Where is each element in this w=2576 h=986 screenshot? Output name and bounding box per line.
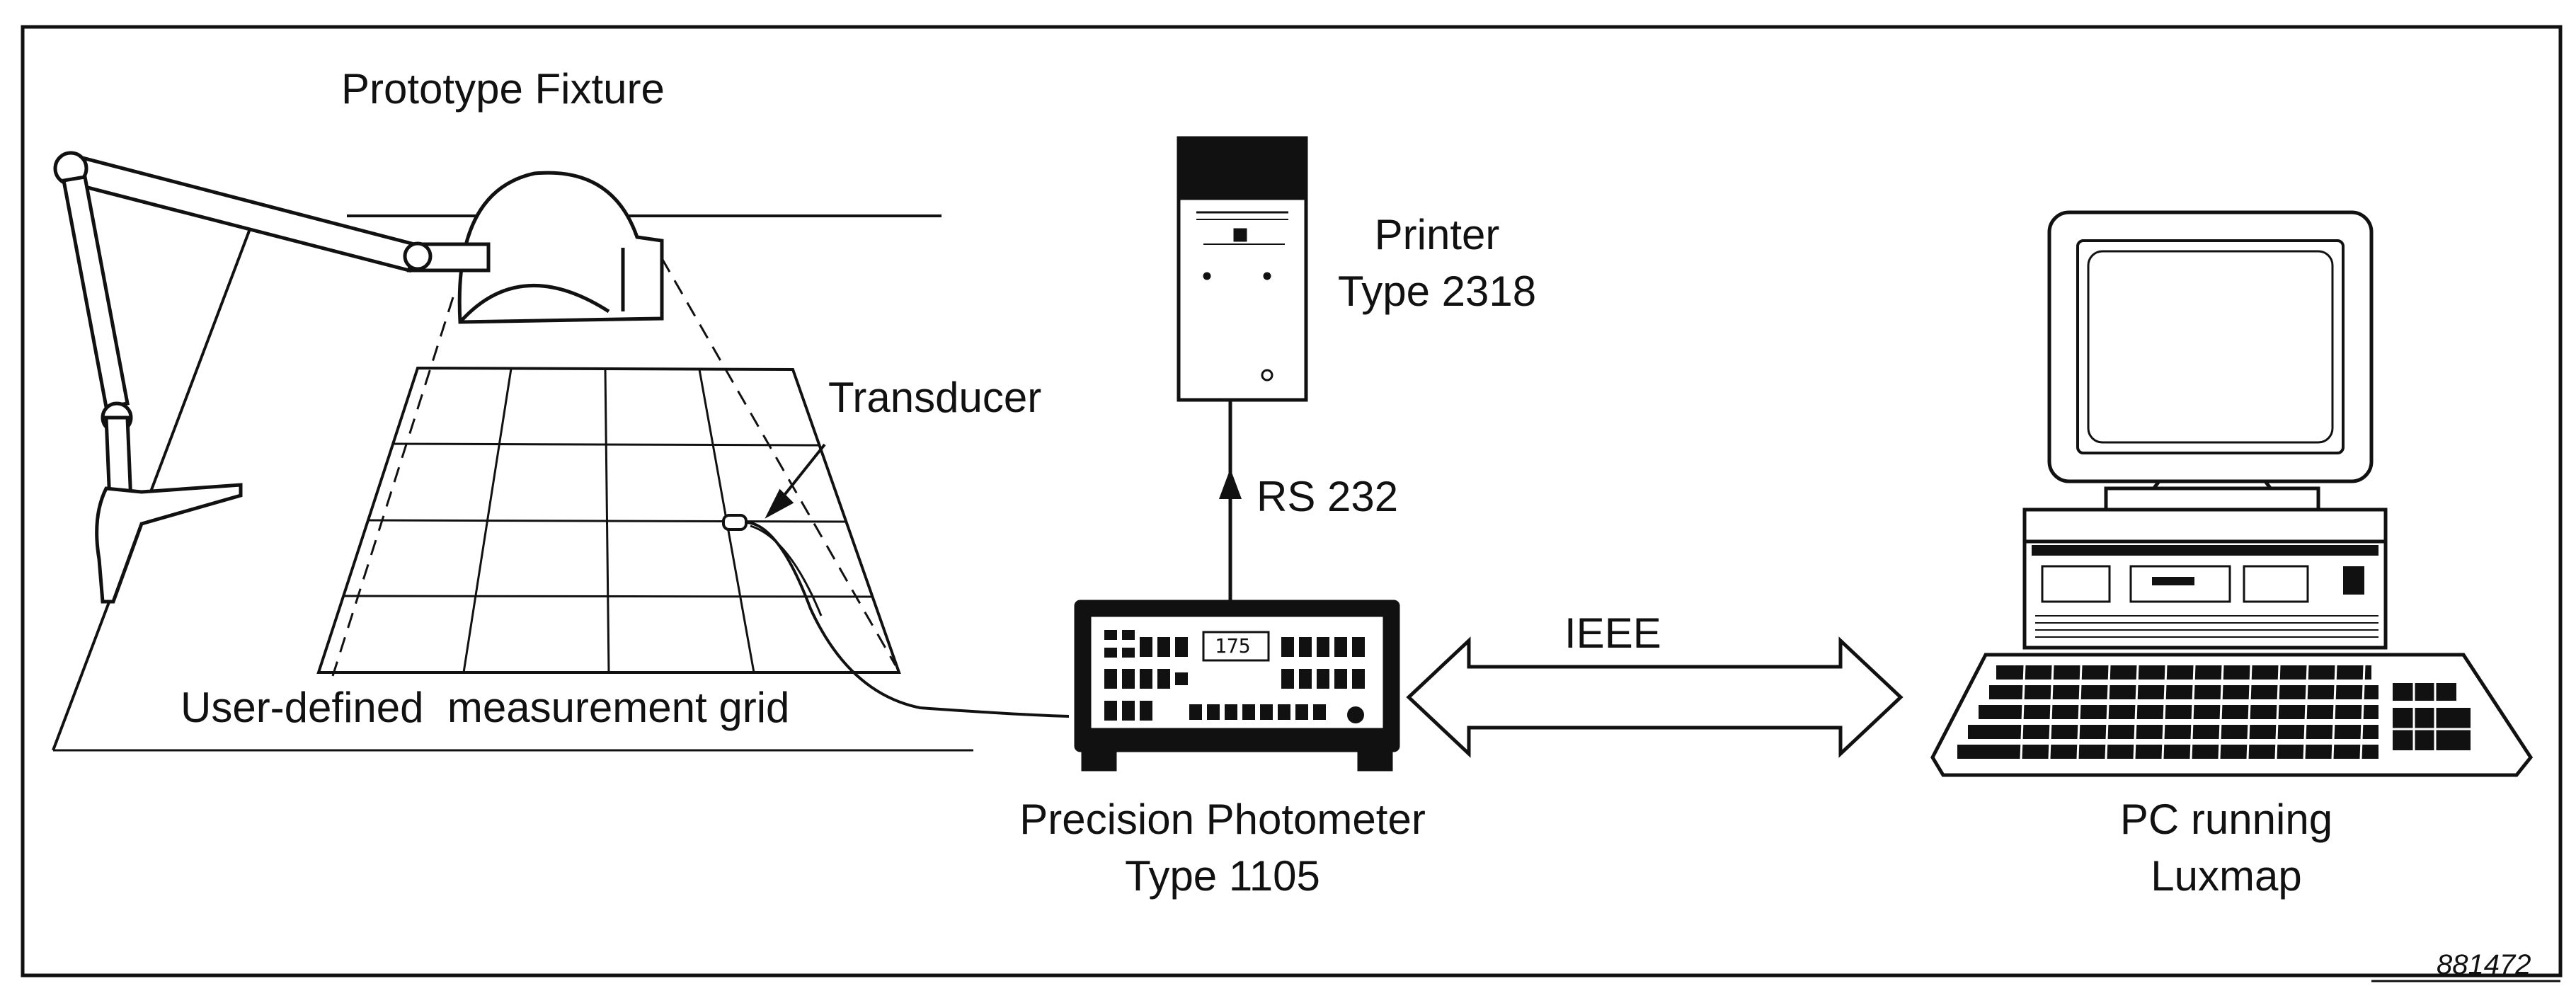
photometer-label: Precision Photometer Type 1105 <box>1019 791 1426 905</box>
pc-label: PC running Luxmap <box>2120 791 2332 905</box>
desktop-computer-icon <box>2022 210 2388 650</box>
measurement-grid <box>316 366 901 674</box>
transducer-label: Transducer <box>828 374 1042 421</box>
photometer-label-line1: Precision Photometer <box>1019 796 1426 843</box>
photometer-label-line2: Type 1105 <box>1125 852 1320 900</box>
printer-label: Printer Type 2318 <box>1338 207 1536 320</box>
fixture-label: Prototype Fixture <box>341 65 665 113</box>
printer-icon <box>1177 136 1308 402</box>
pc-label-line1: PC running <box>2119 796 2333 843</box>
figure-frame <box>21 25 2563 978</box>
printer-label-line2: Type 2318 <box>1337 267 1537 315</box>
ieee-label: IEEE <box>1564 609 1661 657</box>
keyboard-icon <box>1930 653 2534 777</box>
photometer-display: 175 <box>1215 634 1251 658</box>
rs232-label: RS 232 <box>1256 473 1399 520</box>
pc-label-line2: Luxmap <box>2151 852 2302 900</box>
table-surface <box>52 214 973 752</box>
desk-lamp-fixture-icon <box>53 151 664 604</box>
grid-label: User-defined measurement grid <box>181 684 790 731</box>
printer-label-line1: Printer <box>1374 211 1500 258</box>
transducer-icon <box>722 443 1070 718</box>
photometer-device-icon <box>1074 600 1400 772</box>
figure-code: 881472 <box>2437 949 2531 980</box>
ieee-double-arrow <box>1406 636 1904 758</box>
rs232-connection <box>1219 400 1242 609</box>
light-cone <box>331 258 897 677</box>
